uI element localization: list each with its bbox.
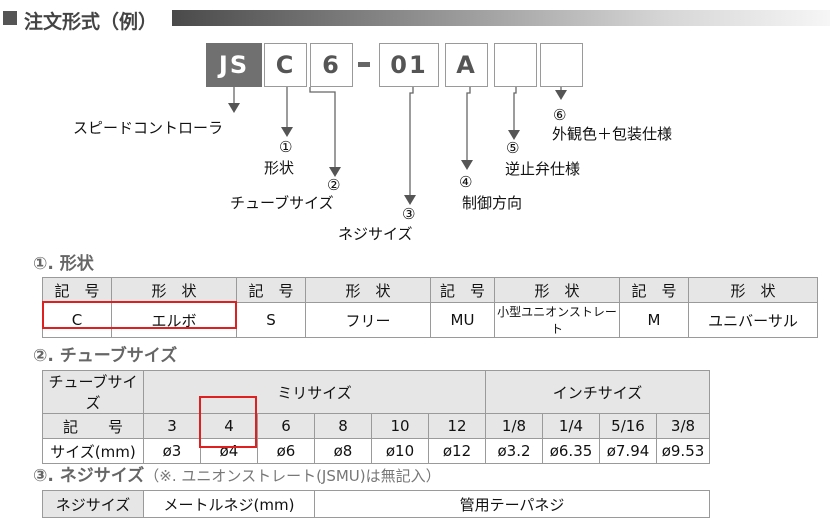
code-box-tube-size: 6	[310, 43, 353, 87]
tube-size-cell: ø10	[371, 438, 429, 464]
shape-name-cell: フリー	[305, 302, 431, 338]
shape-code-cell: MU	[430, 302, 495, 338]
corner-label: チューブサイズ	[42, 370, 144, 414]
header-code: 記 号	[236, 277, 306, 303]
callout-6-label: 外観色＋包装仕様	[552, 125, 673, 143]
code-box-color	[540, 43, 583, 87]
tube-size-cell: ø4	[200, 438, 258, 464]
thread-taper: 管用テーパネジ	[314, 490, 710, 518]
thread-label: ネジサイズ	[42, 490, 144, 518]
callout-3-label: ネジサイズ	[338, 225, 413, 243]
callout-4-num: ④	[459, 173, 473, 191]
code-box-thread: 01	[379, 43, 439, 87]
shape-code-cell: C	[42, 302, 112, 338]
header-shape: 形 状	[111, 277, 237, 303]
code-box-series: JS	[206, 43, 262, 87]
tube-size-cell: ø3.2	[485, 438, 543, 464]
tube-code-cell: 3/8	[656, 413, 710, 439]
shape-table: 記 号 形 状 記 号 形 状 記 号 形 状 記 号 形 状 C エルボ S …	[42, 277, 818, 338]
callout-1-label: 形状	[264, 159, 295, 177]
callout-4-label: 制御方向	[462, 194, 523, 212]
table-header-row: チューブサイズ ミリサイズ インチサイズ	[42, 370, 710, 414]
header-gradient-bar	[172, 10, 830, 26]
section1-heading: ①. 形状	[33, 254, 94, 274]
tube-size-cell: ø12	[428, 438, 486, 464]
section3-note: （※. ユニオンストレート(JSMU)は無記入）	[144, 467, 441, 485]
table-row: サイズ(mm) ø3 ø4 ø6 ø8 ø10 ø12 ø3.2 ø6.35 ø…	[42, 438, 710, 464]
tube-code-cell: 5/16	[599, 413, 657, 439]
table-row: ネジサイズ メートルネジ(mm) 管用テーパネジ	[42, 490, 710, 518]
code-dash	[358, 62, 370, 67]
code-box-direction: A	[445, 43, 488, 87]
tube-code-cell: 1/4	[542, 413, 600, 439]
page-title: 注文形式（例）	[24, 11, 158, 33]
callout-2-num: ②	[327, 176, 341, 194]
table-row: 記 号 3 4 6 8 10 12 1/8 1/4 5/16 3/8	[42, 413, 710, 439]
shape-name-cell: ユニバーサル	[688, 302, 818, 338]
section3-heading: ③. ネジサイズ（※. ユニオンストレート(JSMU)は無記入）	[33, 461, 441, 486]
header-code: 記 号	[619, 277, 689, 303]
tube-code-cell: 3	[143, 413, 201, 439]
tube-code-cell: 6	[257, 413, 315, 439]
tube-code-cell: 1/8	[485, 413, 543, 439]
tube-size-cell: ø9.53	[656, 438, 710, 464]
shape-name-cell: エルボ	[111, 302, 237, 338]
row-size-label: サイズ(mm)	[42, 438, 144, 464]
row-code-label: 記 号	[42, 413, 144, 439]
callout-2-label: チューブサイズ	[230, 194, 334, 212]
table-header-row: 記 号 形 状 記 号 形 状 記 号 形 状 記 号 形 状	[42, 277, 818, 303]
shape-code-cell: S	[236, 302, 306, 338]
header-shape: 形 状	[494, 277, 620, 303]
header-code: 記 号	[430, 277, 495, 303]
code-box-check-valve	[494, 43, 537, 87]
thread-metric: メートルネジ(mm)	[143, 490, 315, 518]
thread-size-table: ネジサイズ メートルネジ(mm) 管用テーパネジ	[42, 490, 710, 518]
section-header: 注文形式（例）	[0, 7, 830, 33]
tube-size-table: チューブサイズ ミリサイズ インチサイズ 記 号 3 4 6 8 10 12 1…	[42, 370, 710, 464]
callout-1-num: ①	[279, 138, 293, 156]
header-square-icon	[3, 11, 17, 25]
header-shape: 形 状	[688, 277, 818, 303]
header-code: 記 号	[42, 277, 112, 303]
tube-size-cell: ø6.35	[542, 438, 600, 464]
group-metric: ミリサイズ	[143, 370, 486, 414]
tube-code-cell: 4	[200, 413, 258, 439]
table-row: C エルボ S フリー MU 小型ユニオンストレート M ユニバーサル	[42, 302, 818, 338]
tube-code-cell: 10	[371, 413, 429, 439]
callout-5-label: 逆止弁仕様	[505, 160, 581, 178]
callout-6-num: ⑥	[553, 106, 567, 124]
tube-size-cell: ø3	[143, 438, 201, 464]
code-box-shape: C	[264, 43, 307, 87]
tube-code-cell: 8	[314, 413, 372, 439]
section2-heading: ②. チューブサイズ	[33, 346, 178, 366]
tube-size-cell: ø8	[314, 438, 372, 464]
callout-3-num: ③	[402, 205, 416, 223]
section3-title: ③. ネジサイズ	[33, 466, 145, 486]
tube-size-cell: ø6	[257, 438, 315, 464]
shape-name-cell: 小型ユニオンストレート	[494, 302, 620, 338]
callout-series: スピードコントローラ	[73, 119, 224, 137]
shape-code-cell: M	[619, 302, 689, 338]
tube-size-cell: ø7.94	[599, 438, 657, 464]
tube-code-cell: 12	[428, 413, 486, 439]
header-shape: 形 状	[305, 277, 431, 303]
callout-5-num: ⑤	[506, 139, 520, 157]
group-inch: インチサイズ	[485, 370, 710, 414]
